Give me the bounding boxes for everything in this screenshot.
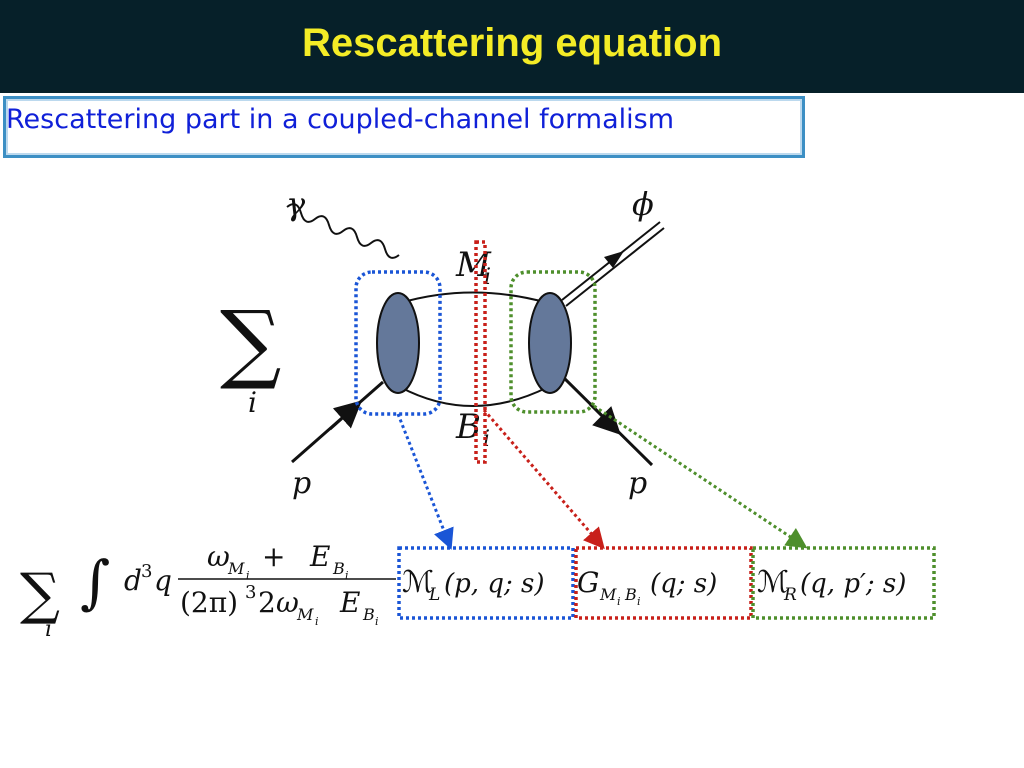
right-vertex-box: [509, 270, 597, 414]
ml-box: [397, 546, 575, 620]
num-E-subsub: i: [345, 569, 349, 582]
num-E: E: [309, 540, 330, 573]
mr-symbol: ℳ: [757, 565, 789, 600]
header-bar: [0, 0, 1024, 93]
den-two: 2: [258, 586, 276, 619]
g-subsub1: i: [617, 595, 621, 608]
green-connector-arrow: [593, 404, 808, 549]
mr-args: (q, p′; s): [800, 569, 906, 599]
meson-loop-line: [399, 291, 549, 304]
diagram-sum-index: i: [248, 386, 257, 419]
den-E-sub: B: [362, 605, 375, 624]
red-connector-arrow: [482, 409, 605, 550]
g-symbol: G: [577, 566, 599, 599]
g-args: (q; s): [650, 569, 717, 599]
photon-line: [286, 203, 400, 259]
den-E: E: [339, 586, 360, 619]
ml-symbol: ℳ: [402, 565, 434, 600]
photon-label: γ: [286, 185, 306, 223]
left-vertex-blob: [376, 292, 420, 394]
equation-integral: ∫: [80, 548, 110, 616]
subtitle-text: Rescattering part in a coupled-channel f…: [6, 104, 675, 135]
subtitle-box: [3, 96, 805, 158]
meson-label-sub: i: [484, 265, 491, 290]
den-power: 3: [245, 582, 256, 603]
g-sub: M: [599, 585, 617, 604]
blue-connector-arrow: [396, 413, 454, 550]
left-vertex-box: [354, 270, 442, 416]
num-plus: +: [262, 540, 285, 573]
phi-label: ϕ: [632, 185, 654, 223]
incoming-proton-label: p: [292, 466, 311, 501]
g-box: [574, 546, 753, 620]
incoming-proton-arrow: [329, 400, 363, 431]
diagram-sum-symbol: ∑: [220, 293, 281, 393]
baryon-loop-line: [399, 386, 549, 407]
phi-line-b: [565, 227, 665, 307]
g-sub2: B: [624, 585, 637, 604]
right-vertex-blob: [528, 292, 572, 394]
mr-box: [751, 546, 936, 620]
measure-q: q: [154, 564, 172, 597]
slide-title: Rescattering equation: [301, 21, 723, 65]
den-paren: (2π): [180, 586, 238, 619]
ml-args: (p, q; s): [444, 569, 544, 599]
equation-sum: ∑: [20, 562, 60, 627]
den-omega-subsub: i: [315, 615, 319, 628]
measure-power: 3: [141, 561, 152, 582]
mr-sub: R: [783, 585, 797, 605]
outgoing-proton-label: p: [628, 466, 647, 501]
num-omega: ω: [207, 540, 230, 573]
measure-d: d: [124, 564, 142, 597]
num-E-sub: B: [332, 559, 345, 578]
propagator-cut-box: [474, 240, 487, 464]
equation-sum-index: i: [45, 617, 52, 642]
den-omega: ω: [276, 586, 299, 619]
ml-sub: L: [428, 585, 440, 605]
num-omega-subsub: i: [246, 569, 250, 582]
outgoing-proton-arrow: [588, 402, 621, 435]
g-subsub2: i: [637, 595, 641, 608]
phi-arrow: [604, 251, 624, 268]
den-E-subsub: i: [375, 615, 379, 628]
den-omega-sub: M: [296, 605, 314, 624]
num-omega-sub: M: [227, 559, 245, 578]
